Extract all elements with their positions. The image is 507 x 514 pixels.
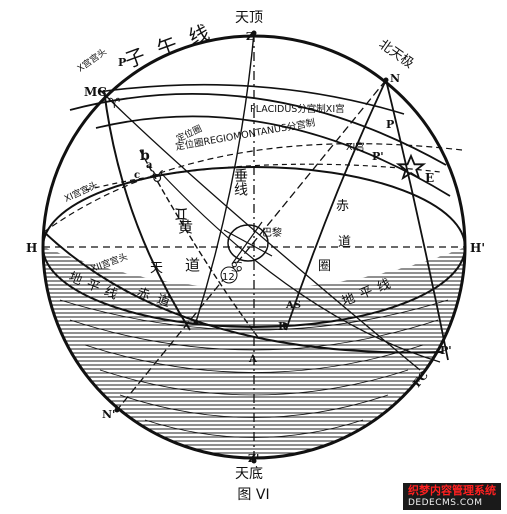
label-meridian-circle: 圈 <box>318 259 331 274</box>
label-prime-vertical: 垂线 <box>232 168 248 196</box>
label-a: a <box>146 160 153 171</box>
label-P-lower: P' <box>440 344 452 357</box>
label-c: c <box>134 170 140 181</box>
celestial-equator-front <box>43 231 443 354</box>
label-E: E <box>425 171 434 185</box>
label-ecliptic-right: 道 <box>185 256 200 274</box>
position-circle-2 <box>385 79 449 361</box>
ecliptic-band-lower <box>95 115 451 197</box>
label-xi-short: XI宫 <box>346 141 365 153</box>
zenith-to-ascendant-line <box>195 32 255 323</box>
paris-marker <box>223 221 273 265</box>
label-A: A <box>248 354 257 365</box>
label-equator-upper: 赤 <box>336 199 349 214</box>
cusp-xi-dashed <box>85 163 441 191</box>
label-N: N <box>390 72 400 85</box>
celestial-equator <box>43 143 463 233</box>
label-H: H <box>26 241 37 255</box>
label-R: R <box>278 320 288 333</box>
label-AS: AS <box>285 300 301 311</box>
position-circle-3 <box>139 149 261 341</box>
label-north-pole: 北天极 <box>376 37 417 72</box>
twelve-circle <box>220 266 238 284</box>
position-circle-5 <box>159 171 441 363</box>
polar-axis <box>116 79 387 411</box>
label-twelve: 12 <box>222 272 235 283</box>
position-circle-4 <box>99 89 421 371</box>
label-N-prime: N' <box>102 408 115 421</box>
label-meridian: 子午线 <box>122 15 226 72</box>
zodiac-glyph-taurus: ♉ <box>150 167 164 186</box>
position-circle-1 <box>285 79 387 331</box>
placidus-circle <box>97 83 405 115</box>
label-P-right: P <box>386 118 394 131</box>
label-nadir: 天底 <box>235 466 263 482</box>
zodiac-glyph-aries: ♈ <box>108 96 121 112</box>
label-ecliptic-upper: 黄 <box>178 218 193 236</box>
figure-caption: 图 VI <box>237 487 270 503</box>
label-b: b <box>140 148 150 164</box>
label-Z: Z <box>246 30 254 43</box>
label-paris: 巴黎 <box>262 226 282 239</box>
star-icon <box>395 153 427 181</box>
label-cusp-x: X宫宫头 <box>75 46 109 75</box>
watermark-line2: DEDECMS.COM <box>408 498 483 508</box>
label-H-prime: H' <box>470 241 485 255</box>
label-Z-prime: Z' <box>248 452 259 465</box>
label-placidus: PLACIDUS分宫制XI宫 <box>250 103 345 115</box>
watermark-line1: 织梦内容管理系统 <box>408 484 496 497</box>
zodiac-glyph-cancer: ♋ <box>230 258 243 276</box>
label-MC: MC <box>84 85 107 99</box>
label-P-left: P <box>118 56 126 69</box>
label-P-prime: P' <box>372 150 384 163</box>
label-zenith: 天顶 <box>235 10 263 26</box>
ecliptic-band-upper <box>69 92 447 166</box>
label-celestial-equator-left: 天 <box>150 261 163 276</box>
label-equator-right: 道 <box>338 235 351 250</box>
meridian-arc <box>103 89 191 331</box>
zodiac-glyph-gemini: ♊ <box>174 205 188 224</box>
points <box>114 30 389 464</box>
watermark: 织梦内容管理系统 DEDECMS.COM <box>403 483 501 510</box>
